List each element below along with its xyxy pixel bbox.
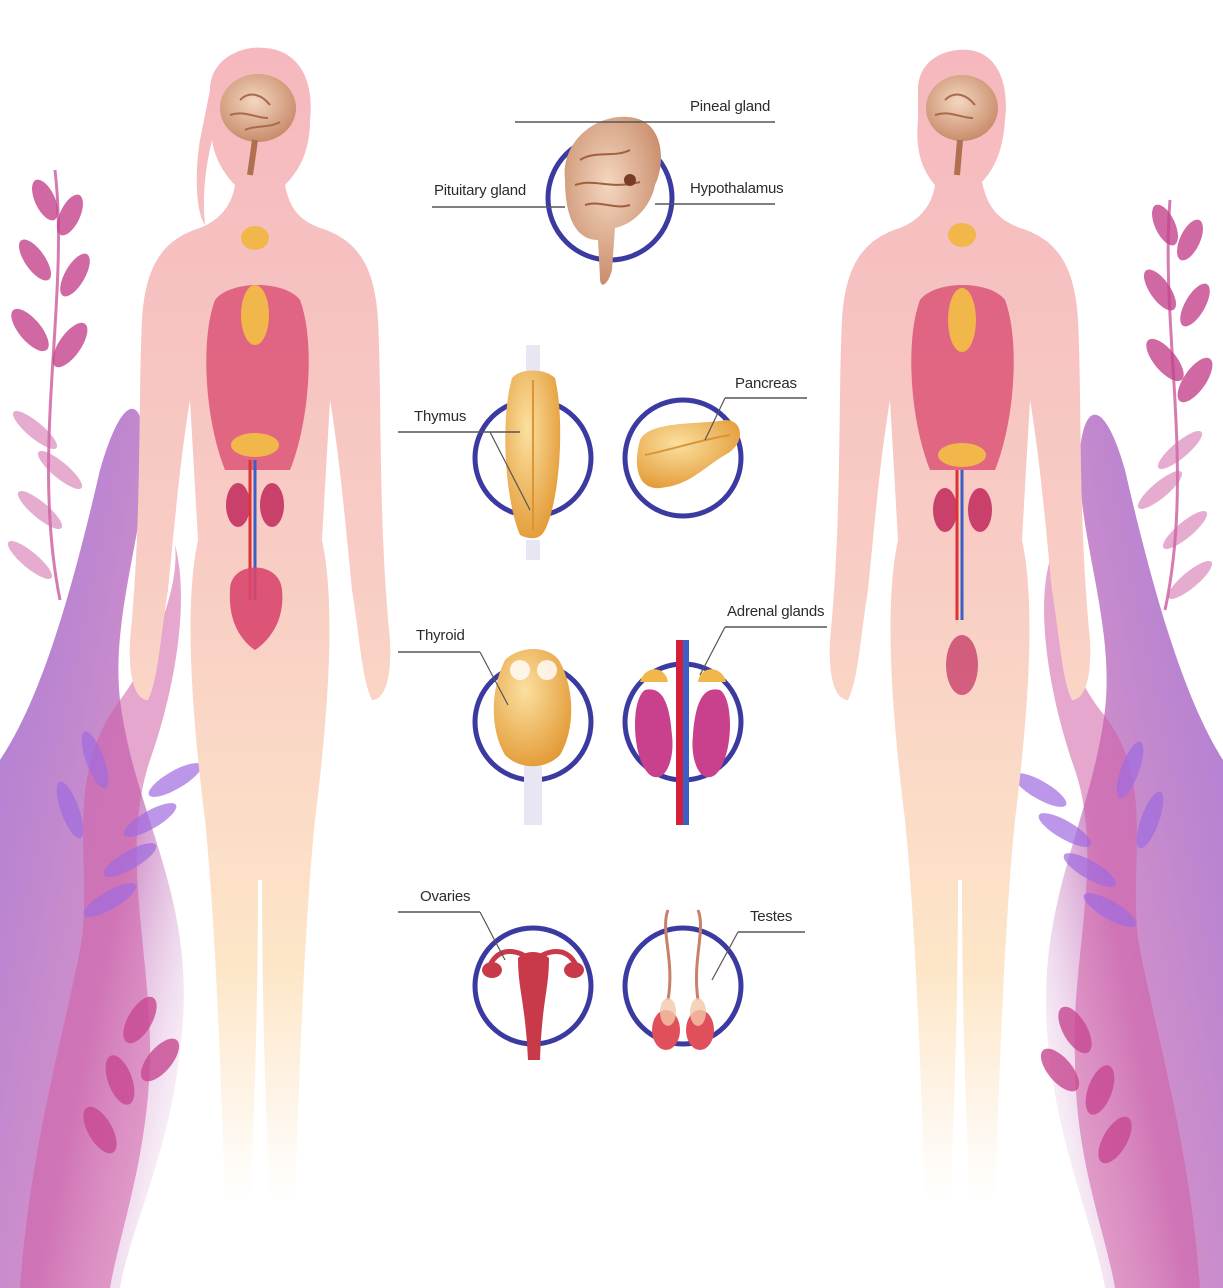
label-testes: Testes [750,908,792,925]
pancreas-icon [231,433,279,457]
brain-icon [220,74,296,142]
label-adrenal-glands: Adrenal glands [727,603,824,620]
testes-circle [625,910,741,1050]
label-pineal-gland: Pineal gland [690,98,770,115]
thyroid-icon [241,226,269,250]
ovaries-circle [475,928,591,1060]
label-thyroid: Thyroid [416,627,465,644]
label-pancreas: Pancreas [735,375,797,392]
adrenal-leader-diag [700,627,725,675]
label-thymus: Thymus [414,408,466,425]
testes-icon [946,635,978,695]
thymus-circle [475,345,591,560]
thymus-icon [241,285,269,345]
label-pituitary-gland: Pituitary gland [434,182,526,199]
brain-circle [548,117,672,285]
brain-icon-male [926,75,998,141]
label-hypothalamus: Hypothalamus [690,180,783,197]
pancreas-circle [625,400,741,516]
adrenal-circle [625,640,741,825]
label-ovaries: Ovaries [420,888,470,905]
